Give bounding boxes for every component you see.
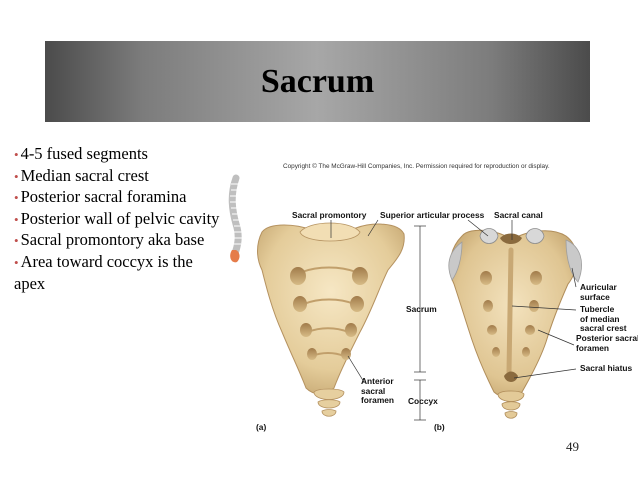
- leader-lines: [330, 219, 577, 421]
- bullet-dot-icon: •: [14, 147, 19, 162]
- label-sacrum: Sacrum: [406, 304, 437, 314]
- spine-icon: [228, 174, 243, 263]
- label-sacral-canal: Sacral canal: [494, 210, 543, 220]
- label-sacral-promontory: Sacral promontory: [292, 210, 367, 220]
- label-tubercle-median-crest: Tubercle of median sacral crest: [580, 304, 627, 334]
- title-bar: Sacrum: [45, 41, 590, 122]
- figure-copyright: Copyright © The McGraw-Hill Companies, I…: [283, 163, 550, 170]
- slide-title: Sacrum: [260, 63, 375, 100]
- sacrum-posterior-view: [448, 228, 582, 419]
- label-coccyx: Coccyx: [408, 396, 438, 406]
- bullet-item: •4-5 fused segments: [14, 144, 148, 163]
- sacrum-anterior-view: [257, 222, 405, 417]
- label-view-a: (a): [256, 422, 267, 432]
- label-anterior-sacral-foramen: Anterior sacral foramen: [361, 376, 395, 406]
- label-auricular-surface: Auricular surface: [580, 282, 617, 302]
- label-view-b: (b): [434, 422, 445, 432]
- label-sacral-hiatus: Sacral hiatus: [580, 363, 633, 373]
- bullet-dot-icon: •: [14, 211, 19, 227]
- bullet-list: •4-5 fused segments •Median sacral crest…: [14, 144, 224, 294]
- bullet-dot-icon: •: [14, 233, 19, 249]
- bullet-item: •Median sacral crest: [14, 165, 149, 185]
- page-number: 49: [566, 439, 579, 454]
- bullet-item: •Area toward coccyx is the apex: [14, 251, 193, 293]
- label-superior-articular-process: Superior articular process: [380, 210, 485, 220]
- bullet-item: •Posterior wall of pelvic cavity: [14, 208, 220, 228]
- bullet-dot-icon: •: [14, 190, 19, 206]
- bullet-dot-icon: •: [14, 168, 19, 184]
- bullet-item: •Posterior sacral foramina: [14, 187, 187, 207]
- label-posterior-sacral-foramen: Posterior sacral foramen: [576, 333, 638, 353]
- bullet-dot-icon: •: [14, 254, 19, 270]
- bullet-item: •Sacral promontory aka base: [14, 230, 205, 250]
